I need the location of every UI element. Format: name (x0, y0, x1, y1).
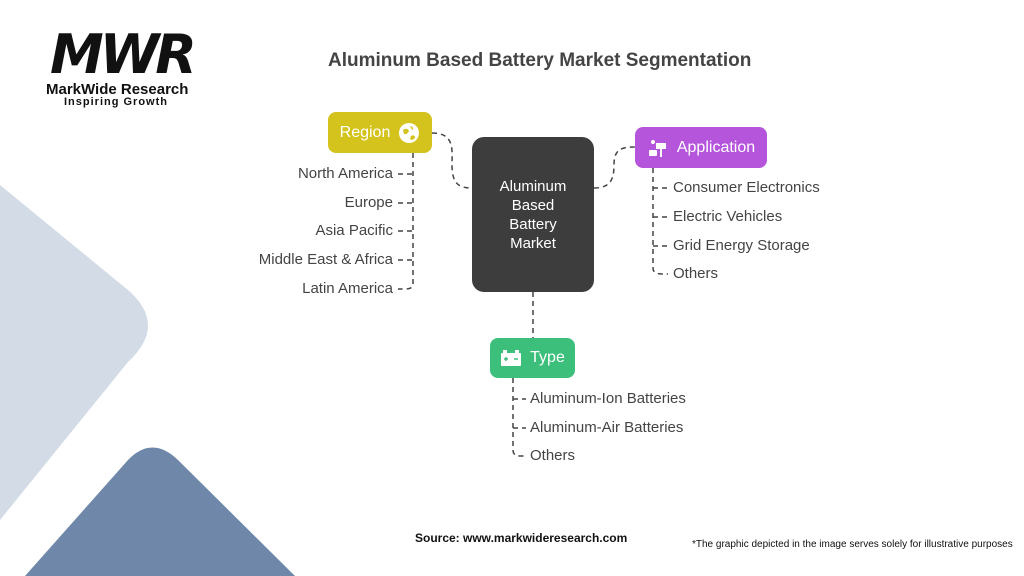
disclaimer-text: *The graphic depicted in the image serve… (692, 539, 1013, 550)
application-item: Electric Vehicles (673, 208, 783, 225)
application-item: Grid Energy Storage (673, 237, 810, 254)
type-item: Aluminum-Air Batteries (530, 419, 684, 436)
region-item: Europe (344, 194, 393, 211)
type-item: Others (530, 447, 576, 464)
application-label: Application (676, 138, 756, 156)
region-label: Region (339, 123, 391, 141)
application-node: Application (635, 127, 767, 168)
type-node: Type (490, 338, 575, 378)
decor-light-shape (0, 185, 148, 520)
globe-icon (398, 122, 420, 144)
connectors (398, 132, 668, 457)
source-text: Source: www.markwideresearch.com (415, 531, 628, 545)
type-item: Aluminum-Ion Batteries (530, 390, 686, 407)
battery-icon (500, 347, 522, 369)
decor-dark-shape (25, 447, 295, 576)
logo-name: MarkWide Research (46, 81, 189, 98)
center-node: Aluminum Based Battery Market (472, 137, 594, 292)
type-label: Type (530, 349, 565, 366)
page-title: Aluminum Based Battery Market Segmentati… (328, 50, 752, 71)
logo-tagline: Inspiring Growth (64, 96, 168, 108)
region-item: Asia Pacific (315, 222, 393, 239)
center-label: Aluminum Based Battery Market (499, 177, 567, 252)
solar-panel-icon (647, 137, 669, 159)
region-item: Latin America (302, 280, 393, 297)
region-item: North America (297, 165, 393, 182)
logo-mark: MWR (50, 23, 197, 86)
application-item: Others (673, 265, 719, 282)
application-item: Consumer Electronics (673, 179, 820, 196)
region-node: Region (328, 112, 432, 153)
region-item: Middle East & Africa (258, 251, 393, 268)
